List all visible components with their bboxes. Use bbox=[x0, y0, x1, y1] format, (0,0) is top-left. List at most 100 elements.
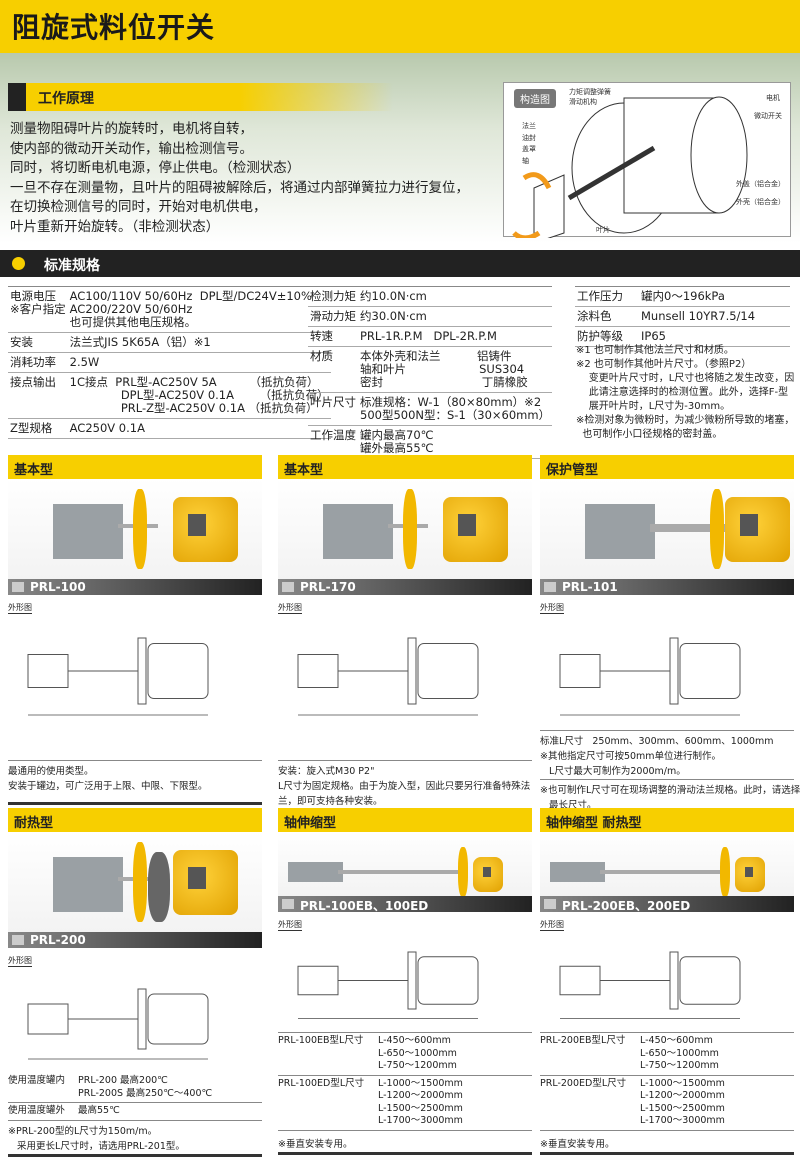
section-header-principle: 工作原理 bbox=[8, 83, 393, 111]
divider bbox=[278, 1151, 532, 1155]
outline-label: 外形图 bbox=[8, 603, 32, 614]
diagram-label: 外盖（铝合金） bbox=[736, 180, 785, 188]
spec-value: 约10.0N·cm bbox=[358, 286, 553, 307]
diagram-label: 叶片 bbox=[596, 226, 610, 234]
text-line: 一旦不存在测量物，且叶片的阻碍被解除后，将通过内部弹簧拉力进行复位， bbox=[10, 179, 469, 196]
divider bbox=[8, 1153, 262, 1157]
model-bar: PRL-100 bbox=[8, 579, 262, 595]
card-title: 轴伸缩型 bbox=[278, 808, 532, 832]
card-note: ※垂直安装专用。 bbox=[540, 1138, 615, 1150]
diagram-label: 法兰 bbox=[522, 122, 536, 130]
text-line: 在切换检测信号的同时，开始对电机供电， bbox=[10, 199, 267, 215]
product-photo bbox=[8, 832, 262, 932]
spec-key: 检测力矩 bbox=[308, 286, 358, 307]
product-photo bbox=[278, 479, 532, 579]
text-line: 测量物阻碍叶片的旋转时，电机将自转， bbox=[10, 121, 253, 137]
outline-label: 外形图 bbox=[540, 603, 564, 614]
spec-key: 电源电压 ※客户指定 bbox=[8, 286, 68, 333]
diagram-label: 轴 bbox=[522, 157, 529, 165]
spec-key: 接点输出 bbox=[8, 372, 68, 419]
card-title: 耐热型 bbox=[8, 808, 262, 832]
row-value: PRL-200 最高200℃ PRL-200S 最高250℃～400℃ bbox=[78, 1073, 262, 1103]
row-value: L-1000～1500mm L-1200～2000mm L-1500～2500m… bbox=[378, 1075, 532, 1131]
card-note: ※垂直安装专用。 bbox=[278, 1138, 353, 1150]
row-value: L-1000～1500mm L-1200～2000mm L-1500～2500m… bbox=[640, 1075, 794, 1131]
spec-row: 叶片尺寸标准规格：W-1（80×80mm）※2 500型500N型：S-1（30… bbox=[308, 392, 553, 426]
spec-key: 防护等级 bbox=[575, 326, 639, 347]
diagram-label: 盖罩 bbox=[522, 145, 536, 153]
divider bbox=[540, 1151, 794, 1155]
spec-value: 罐内0～196kPa bbox=[639, 286, 790, 307]
outline-drawing bbox=[27, 637, 209, 716]
outline-label: 外形图 bbox=[540, 920, 564, 931]
product-card: 保护管型 PRL-101 外形图标准L尺寸 250mm、300mm、600mm、10… bbox=[540, 455, 800, 824]
row-value: 最高55℃ bbox=[78, 1102, 262, 1121]
row-value: L-450～600mm L-650～1000mm L-750～1200mm bbox=[378, 1032, 532, 1076]
diagram-tag: 构造图 bbox=[514, 89, 556, 108]
model-bar: PRL-101 bbox=[540, 579, 794, 595]
row-label: PRL-100EB型L尺寸 bbox=[278, 1032, 378, 1076]
outline-drawing bbox=[559, 637, 741, 716]
card-caption: 标准L尺寸 250mm、300mm、600mm、1000mm ※其他指定尺寸可按… bbox=[540, 730, 794, 779]
diagram-label: 力矩调整弹簧 bbox=[569, 88, 611, 96]
card-caption: ※也可制作L尺寸可在现场调整的滑动法兰规格。此时，请选择 最长尺寸。 bbox=[540, 779, 800, 813]
product-card: 基本型 PRL-100 外形图最通用的使用类型。 安装于罐边，可广泛用于上限、中限、… bbox=[8, 455, 262, 805]
spec-key: 叶片尺寸 bbox=[308, 392, 358, 426]
spec-value: 本体外壳和法兰 铝铸件 轴和叶片 SUS304 密封 丁腈橡胶 bbox=[358, 346, 553, 393]
section-header-spec: 标准规格 bbox=[0, 250, 800, 277]
outline-label: 外形图 bbox=[8, 956, 32, 967]
divider bbox=[8, 802, 262, 805]
row-label: PRL-100ED型L尺寸 bbox=[278, 1075, 378, 1131]
spec-value: AC250V 0.1A bbox=[67, 418, 331, 439]
product-photo bbox=[8, 479, 262, 579]
spec-key: 涂料色 bbox=[575, 306, 639, 327]
spec-value: 标准规格：W-1（80×80mm）※2 500型500N型：S-1（30×60m… bbox=[358, 392, 553, 426]
spec-key: 材质 bbox=[308, 346, 358, 393]
outline-drawing bbox=[297, 951, 479, 1019]
text-line: 同时，将切断电机电源，停止供电。（检测状态） bbox=[10, 160, 301, 176]
product-photo bbox=[540, 479, 794, 579]
diagram-label: 油封 bbox=[522, 134, 536, 142]
bullet-icon bbox=[12, 257, 25, 270]
spec-key: 转速 bbox=[308, 326, 358, 347]
card-caption: 安装：旋入式M30 P2" L尺寸为固定规格。由于为旋入型，因此只要另行准备特殊… bbox=[278, 760, 532, 809]
card-title: 轴伸缩型 耐热型 bbox=[540, 808, 794, 832]
text-line: 叶片重新开始旋转。（非检测状态） bbox=[10, 218, 220, 235]
card-title: 保护管型 bbox=[540, 455, 794, 479]
diagram-label: 外壳（铝合金） bbox=[736, 198, 785, 206]
spec-value: 约30.0N·cm bbox=[358, 306, 553, 327]
outline-drawing bbox=[559, 951, 741, 1019]
principle-text: 测量物阻碍叶片的旋转时，电机将自转， 使内部的微动开关动作，输出检测信号。 同时… bbox=[10, 120, 469, 237]
outline-label: 外形图 bbox=[278, 603, 302, 614]
spec-key: 消耗功率 bbox=[8, 352, 68, 373]
spec-value: PRL-1R.P.M DPL-2R.P.M bbox=[358, 326, 553, 347]
spec-row: 工作压力罐内0～196kPa bbox=[575, 286, 790, 307]
spec-key: 安装 bbox=[8, 332, 68, 353]
outline-label: 外形图 bbox=[278, 920, 302, 931]
card-caption: 最通用的使用类型。 安装于罐边，可广泛用于上限、中限、下限型。 bbox=[8, 760, 262, 794]
switch-cutaway-illustration bbox=[512, 96, 748, 238]
card-title: 基本型 bbox=[278, 455, 532, 479]
structure-diagram: 构造图 力矩调整弹簧 滑动机构 电机 微动开关 法兰 油封 盖罩 轴 外盖（铝合… bbox=[503, 82, 791, 238]
spec-key: Z型规格 bbox=[8, 418, 68, 439]
spec-value: 1C接点 PRL型-AC250V 5A （抵抗负荷） DPL型-AC250V 0… bbox=[67, 372, 331, 419]
spec-row: 工作温度罐内最高70℃ 罐外最高55℃ bbox=[308, 425, 553, 459]
card-title: 基本型 bbox=[8, 455, 262, 479]
